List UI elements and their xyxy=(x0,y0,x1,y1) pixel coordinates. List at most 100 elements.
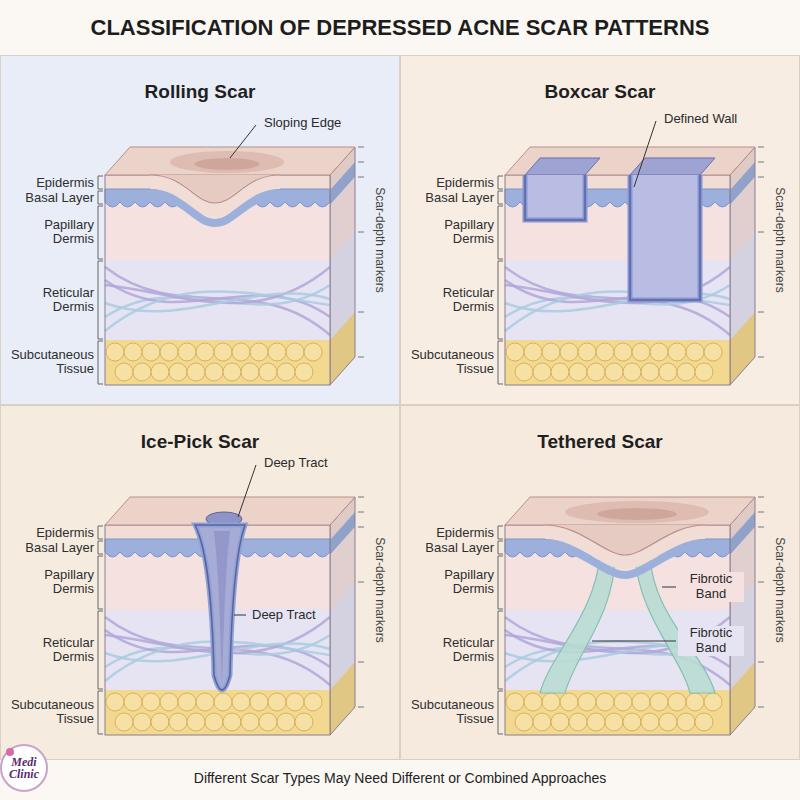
depth-tick xyxy=(758,512,764,513)
depth-tick xyxy=(758,162,764,163)
callout-label: Fibrotic Band xyxy=(678,626,744,656)
skin-surface xyxy=(505,147,755,175)
ice-pick-tract xyxy=(195,525,245,690)
depth-tick xyxy=(758,497,764,498)
fat-cell xyxy=(232,693,250,711)
fat-cell xyxy=(124,693,142,711)
fat-cell xyxy=(587,713,605,731)
fat-cell xyxy=(268,693,286,711)
fat-cell xyxy=(596,693,614,711)
layer-bracket xyxy=(98,191,103,204)
fat-cell xyxy=(623,363,641,381)
fat-cell xyxy=(205,363,223,381)
logo-text: Medi Clinic xyxy=(2,756,46,780)
depth-marker-label: Scar-depth markers xyxy=(773,187,787,292)
fat-cell xyxy=(196,693,214,711)
layer-bracket xyxy=(498,191,503,204)
fat-cell xyxy=(542,693,560,711)
depth-tick xyxy=(358,707,364,708)
skin-block xyxy=(498,121,764,385)
depth-tick xyxy=(758,232,764,233)
fat-cell xyxy=(587,363,605,381)
collagen-fiber xyxy=(105,267,330,335)
fat-cell xyxy=(659,713,677,731)
layer-bracket xyxy=(498,176,503,189)
fat-cell xyxy=(659,363,677,381)
fat-cell xyxy=(551,713,569,731)
layer-label: Epidermis xyxy=(404,176,494,190)
tract-wall xyxy=(195,525,245,690)
fat-cell xyxy=(151,363,169,381)
block-outline xyxy=(105,525,330,735)
block-side-shade xyxy=(730,497,755,735)
layer-bracket xyxy=(98,611,103,689)
fat-cell xyxy=(704,693,722,711)
caption-band xyxy=(0,760,800,800)
layer-bracket xyxy=(498,541,503,554)
fat-cell xyxy=(250,343,268,361)
skin-block xyxy=(98,465,364,735)
depth-tick xyxy=(358,527,364,528)
fat-cell xyxy=(295,713,313,731)
fat-cell xyxy=(515,363,533,381)
fat-cell xyxy=(187,363,205,381)
depth-tick xyxy=(358,312,364,313)
layer-label: Reticular Dermis xyxy=(404,636,494,665)
fat-cell xyxy=(259,363,277,381)
fat-cell xyxy=(695,713,713,731)
layer-label: Subcutaneous Tissue xyxy=(404,698,494,727)
layer-bracket xyxy=(98,556,103,609)
fat-cell xyxy=(250,693,268,711)
fat-cell xyxy=(187,713,205,731)
layer-bracket xyxy=(98,206,103,259)
block-side-shade xyxy=(730,147,755,385)
fat-cell xyxy=(506,693,524,711)
fat-cell xyxy=(677,713,695,731)
layer-label: Reticular Dermis xyxy=(4,636,94,665)
leader-line xyxy=(592,641,676,642)
depth-tick xyxy=(358,162,364,163)
pit-wall xyxy=(525,175,585,220)
fat-cell xyxy=(214,343,232,361)
scar-edge xyxy=(545,525,705,555)
fat-cell xyxy=(115,713,133,731)
fat-cell xyxy=(115,363,133,381)
logo-mark xyxy=(6,748,14,756)
boxcar-pit xyxy=(525,175,585,220)
depth-marker-label: Scar-depth markers xyxy=(373,537,387,642)
fat-cell xyxy=(106,693,124,711)
depth-tick xyxy=(758,177,764,178)
layer-label: Papillary Dermis xyxy=(4,568,94,597)
skin-block xyxy=(98,125,364,385)
layer-label: Basal Layer xyxy=(4,191,94,205)
panel-ground xyxy=(1,56,400,405)
leader-line xyxy=(234,615,246,616)
callout-label: Deep Tract xyxy=(250,608,318,623)
layer-bracket xyxy=(98,176,103,189)
layer-label: Subcutaneous Tissue xyxy=(4,348,94,377)
layer-label: Epidermis xyxy=(404,526,494,540)
layer-label: Basal Layer xyxy=(404,541,494,555)
depth-tick xyxy=(758,312,764,313)
block-side-shade xyxy=(330,497,355,735)
layer-bracket xyxy=(498,206,503,259)
fat-cell xyxy=(614,693,632,711)
fat-cell xyxy=(160,693,178,711)
depth-tick xyxy=(358,512,364,513)
depth-tick xyxy=(758,357,764,358)
layer-label: Reticular Dermis xyxy=(4,286,94,315)
fat-cell xyxy=(169,713,187,731)
fat-cell xyxy=(569,713,587,731)
panel-heading: Ice-Pick Scar xyxy=(0,405,400,453)
fat-cell xyxy=(533,363,551,381)
fat-cell xyxy=(277,713,295,731)
fat-cell xyxy=(677,363,695,381)
depth-tick xyxy=(758,662,764,663)
fat-cell xyxy=(286,343,304,361)
depth-tick xyxy=(358,497,364,498)
fat-cell xyxy=(695,363,713,381)
layer-bracket xyxy=(498,611,503,689)
surface-dip xyxy=(170,151,284,173)
surface-dip xyxy=(597,508,677,520)
fat-cell xyxy=(196,343,214,361)
